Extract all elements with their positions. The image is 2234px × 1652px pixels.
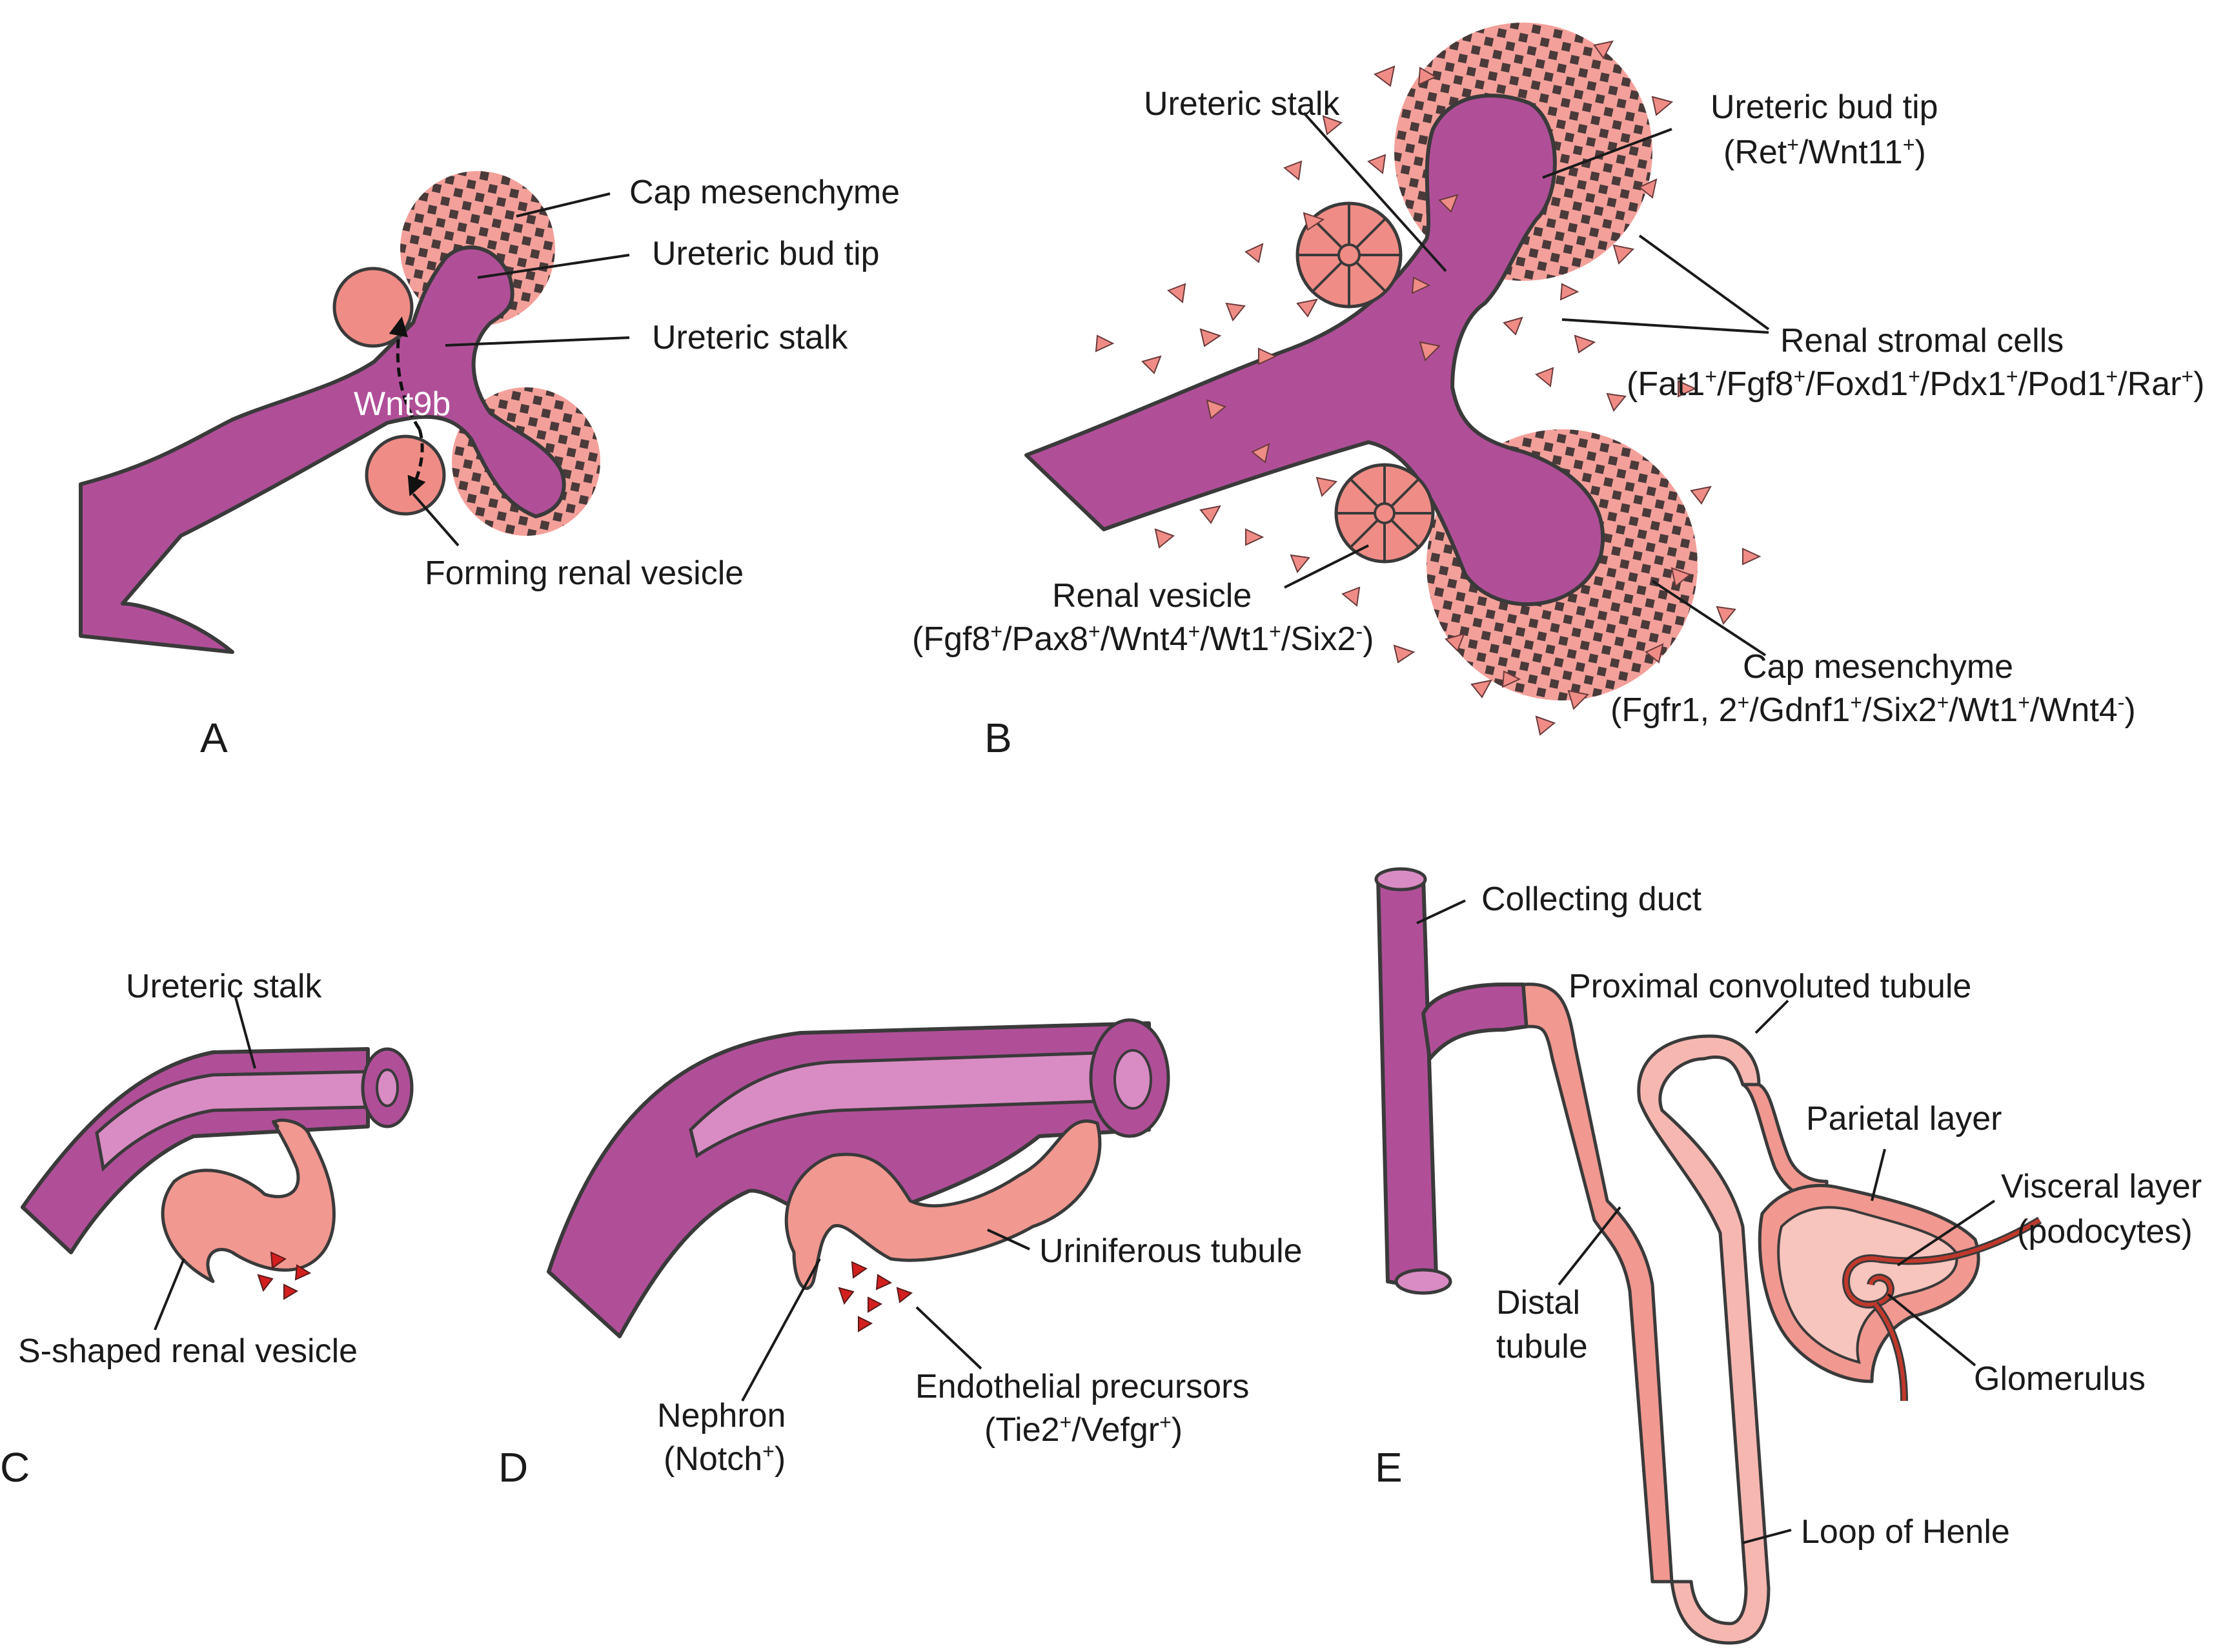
panel-letter-e: E [1375,1444,1403,1491]
label-ureteric-bud-tip-markers: (Ret+/Wnt11+) [1723,133,1926,171]
label-renal-vesicle-markers: (Fgf8+/Pax8+/Wnt4+/Wt1+/Six2-) [912,620,1374,658]
label-collecting-duct: Collecting duct [1481,881,1702,918]
label-podocytes: (podocytes) [2017,1213,2193,1250]
ureteric-stalk-end-c [361,1047,414,1128]
panel-b: Ureteric stalk Ureteric bud tip (Ret+/Wn… [912,23,2204,761]
label-cap-mesenchyme-b: Cap mesenchyme [1743,648,2013,686]
s-shaped-renal-vesicle [161,1118,336,1283]
label-ureteric-bud-tip-a: Ureteric bud tip [652,235,880,272]
label-endothelial-markers: (Tie2+/Vefgr+) [984,1411,1183,1449]
label-renal-stromal-cells: Renal stromal cells [1780,322,2064,360]
endothelial-cells-d [838,1261,913,1332]
ureteric-bud-a [79,245,566,654]
leader-stroma-1 [1638,234,1770,331]
ureteric-stalk-end-d [1089,1018,1170,1138]
label-renal-vesicle-b: Renal vesicle [1052,577,1252,615]
leader-collecting-duct [1416,899,1466,924]
panel-a: Cap mesenchyme Ureteric bud tip Ureteric… [79,171,900,761]
leader-distal [1558,1206,1621,1286]
label-wnt9b: Wnt9b [354,385,451,423]
leader-nephron [741,1258,821,1402]
leader-vesicle-a [412,493,460,547]
label-renal-stromal-markers: (Fat1+/Fgf8+/Foxd1+/Pdx1+/Pod1+/Rar+) [1627,365,2204,403]
leader-tip-a [477,254,630,279]
label-distal-tubule: tubule [1496,1328,1588,1365]
leader-cap-b [1651,580,1767,657]
label-s-shaped-renal-vesicle: S-shaped renal vesicle [18,1332,358,1370]
leader-stalk-c [234,997,256,1069]
collecting-duct-branch [1421,983,1528,1061]
leader-endothelial [915,1306,982,1370]
leader-visceral [1896,1199,1996,1267]
leader-tip-b [1542,128,1672,179]
renal-vesicle-upper-a [332,267,414,348]
label-loop-of-henle: Loop of Henle [1801,1513,2010,1551]
leader-uriniferous [987,1229,1030,1250]
renal-vesicle-upper-b [1295,201,1403,309]
label-proximal-convoluted-tubule: Proximal convoluted tubule [1569,968,1971,1005]
label-uriniferous-tubule: Uriniferous tubule [1039,1232,1303,1270]
renal-vesicle-lower-b [1334,463,1435,564]
panel-c: Ureteric stalk S-shaped renal vesicle C [0,968,414,1491]
leader-s-shaped [154,1258,185,1331]
label-parietal-layer: Parietal layer [1806,1100,2002,1137]
label-visceral-layer: Visceral layer [2001,1168,2202,1205]
leader-cap-a [516,192,611,218]
label-glomerulus: Glomerulus [1974,1360,2146,1398]
leader-stroma-2 [1561,318,1769,334]
label-cap-mesenchyme-a: Cap mesenchyme [629,174,900,211]
label-nephron: Nephron [657,1397,786,1434]
ureteric-bud-b [1024,94,1605,606]
panel-letter-b: B [984,715,1012,761]
wnt9b-arrow-down [407,429,426,496]
label-distal: Distal [1496,1284,1580,1321]
leader-proximal [1754,999,1789,1034]
uriniferous-tubule [784,1119,1102,1290]
collecting-duct [1376,876,1438,1287]
collecting-duct-top [1374,867,1427,892]
label-ureteric-stalk-c: Ureteric stalk [126,968,322,1005]
label-forming-renal-vesicle: Forming renal vesicle [425,555,744,592]
renal-vesicle-lower-a [365,434,446,516]
leader-stalk-a [445,336,630,347]
label-nephron-marker: (Notch+) [664,1440,786,1478]
panel-d: Uriniferous tubule Nephron (Notch+) Endo… [498,1018,1303,1491]
panel-letter-c: C [0,1444,30,1491]
bowman-space [1777,1206,1958,1364]
panel-letter-d: D [498,1444,528,1491]
label-ureteric-stalk-a: Ureteric stalk [652,319,848,356]
leader-parietal [1871,1148,1886,1201]
collecting-duct-bottom [1394,1268,1452,1295]
glomerulus [1842,1216,2042,1402]
distal-tubule [1521,983,1674,1584]
renal-stromal-cells [1095,40,1762,736]
panel-e: Collecting duct Proximal convoluted tubu… [1374,867,2202,1645]
leader-vesicle-b [1284,544,1369,589]
leader-loop [1742,1529,1792,1544]
leader-stalk-b [1303,112,1447,272]
leader-glomerulus [1887,1293,1976,1367]
endothelial-cells-c [257,1251,312,1300]
panel-letter-a: A [200,715,228,761]
label-ureteric-stalk-b: Ureteric stalk [1144,85,1340,123]
label-endothelial-precursors: Endothelial precursors [915,1368,1249,1405]
label-ureteric-bud-tip-b: Ureteric bud tip [1711,88,1938,126]
label-cap-mesenchyme-markers: (Fgfr1, 2+/Gdnf1+/Six2+/Wt1+/Wnt4-) [1610,691,2136,729]
